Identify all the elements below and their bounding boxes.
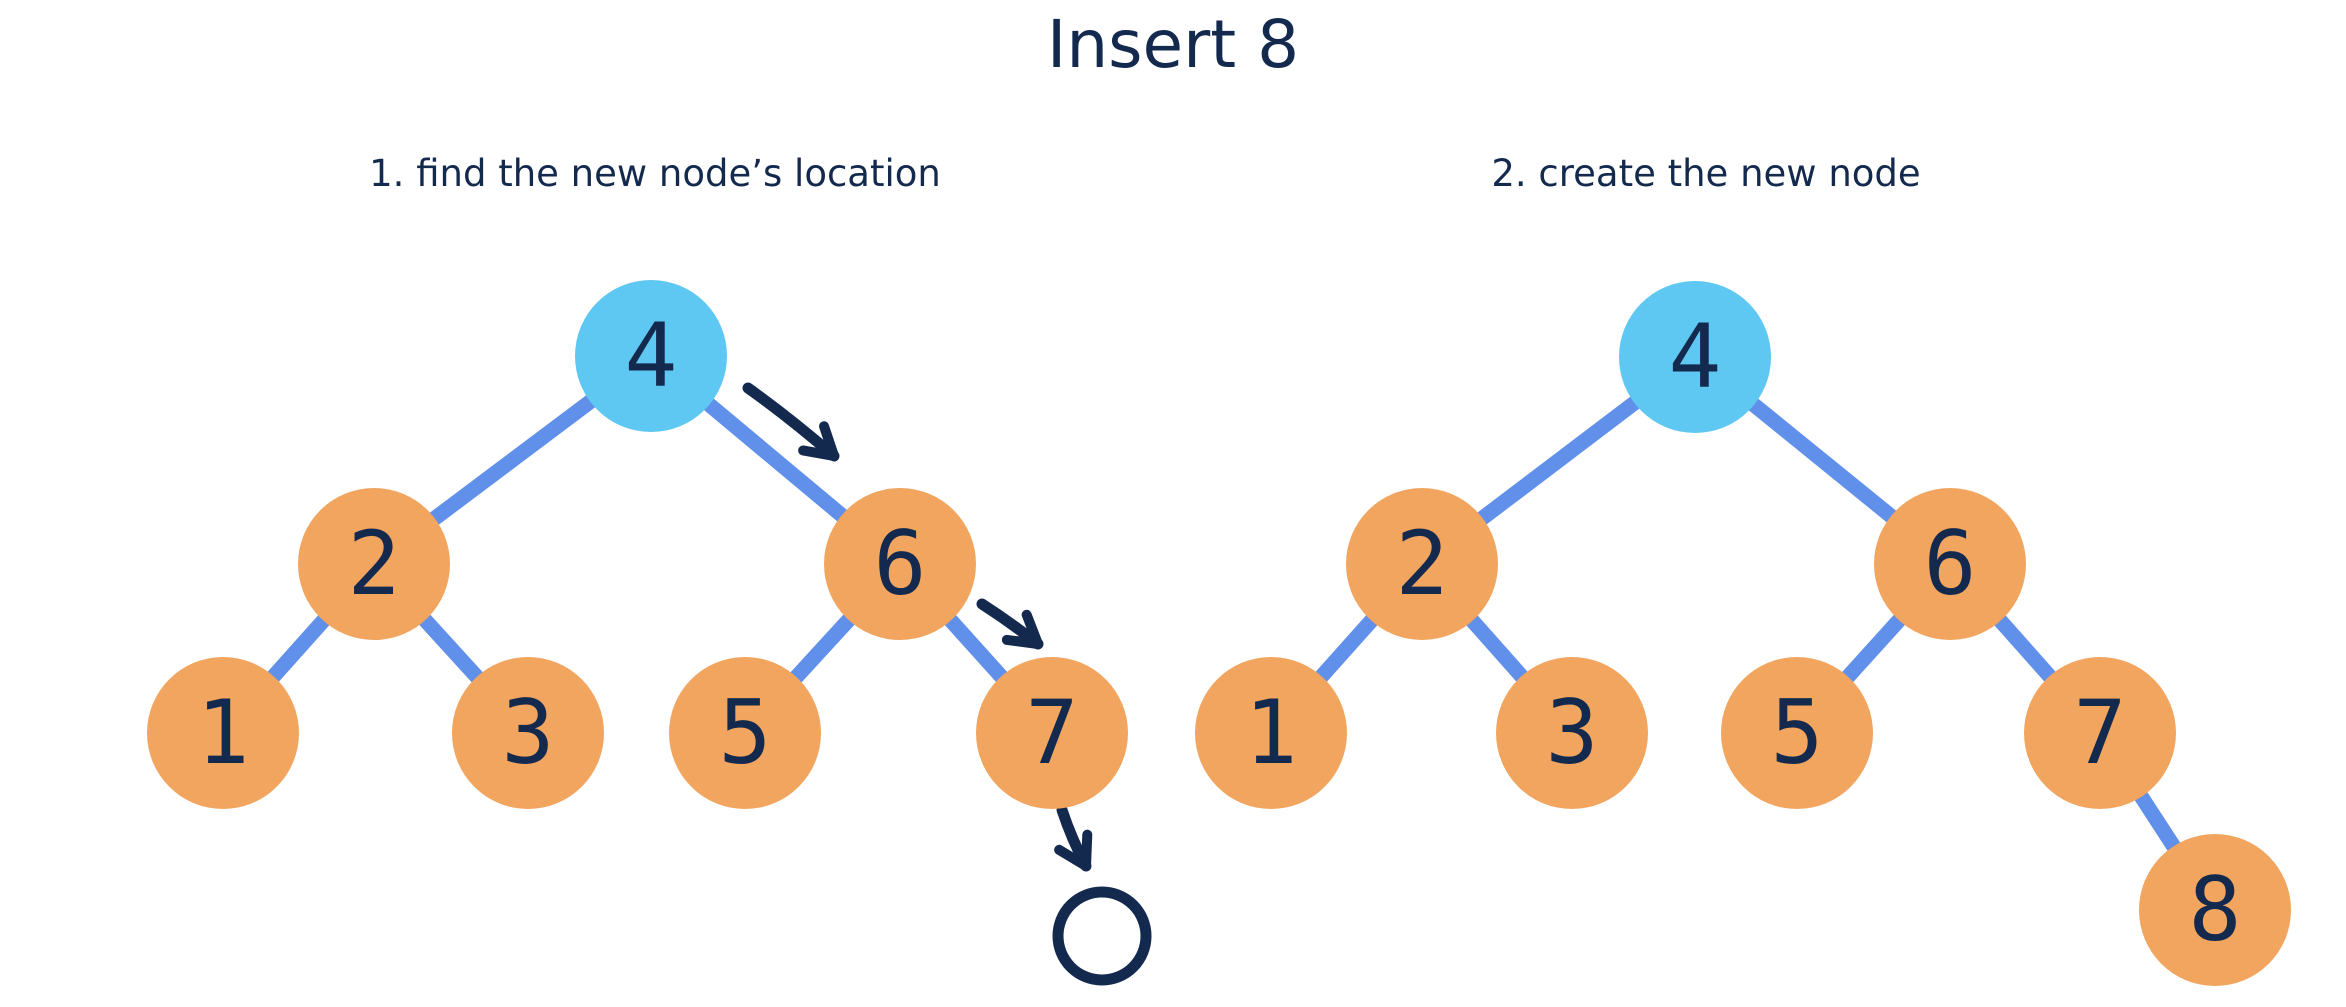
p1-node-1: 1 <box>147 657 299 809</box>
p1-node-6: 6 <box>824 488 976 640</box>
panel1-traversal-arrows <box>742 382 1093 872</box>
p1-node-2: 2 <box>298 488 450 640</box>
p1-node-4: 4 <box>575 280 727 432</box>
p2-node-8: 8 <box>2139 834 2291 986</box>
p2-node-1: 1 <box>1195 657 1347 809</box>
empty-slot-circle <box>1052 886 1152 986</box>
p2-node-7: 7 <box>2024 657 2176 809</box>
panel1-caption: 1. find the new node’s location <box>369 152 941 195</box>
p2-node-2: 2 <box>1346 488 1498 640</box>
p1-node-5: 5 <box>669 657 821 809</box>
figure-title: Insert 8 <box>1046 6 1300 83</box>
arrow-4-to-6-icon <box>742 382 840 462</box>
panel2-caption: 2. create the new node <box>1491 152 1921 195</box>
p2-node-5: 5 <box>1721 657 1873 809</box>
p1-node-7: 7 <box>976 657 1128 809</box>
p1-node-3: 3 <box>452 657 604 809</box>
arrow-6-to-7-icon <box>976 598 1044 650</box>
p2-node-3: 3 <box>1496 657 1648 809</box>
arrow-7-to-empty-slot-icon <box>1054 804 1093 872</box>
p2-node-6: 6 <box>1874 488 2026 640</box>
p2-node-4: 4 <box>1619 281 1771 433</box>
